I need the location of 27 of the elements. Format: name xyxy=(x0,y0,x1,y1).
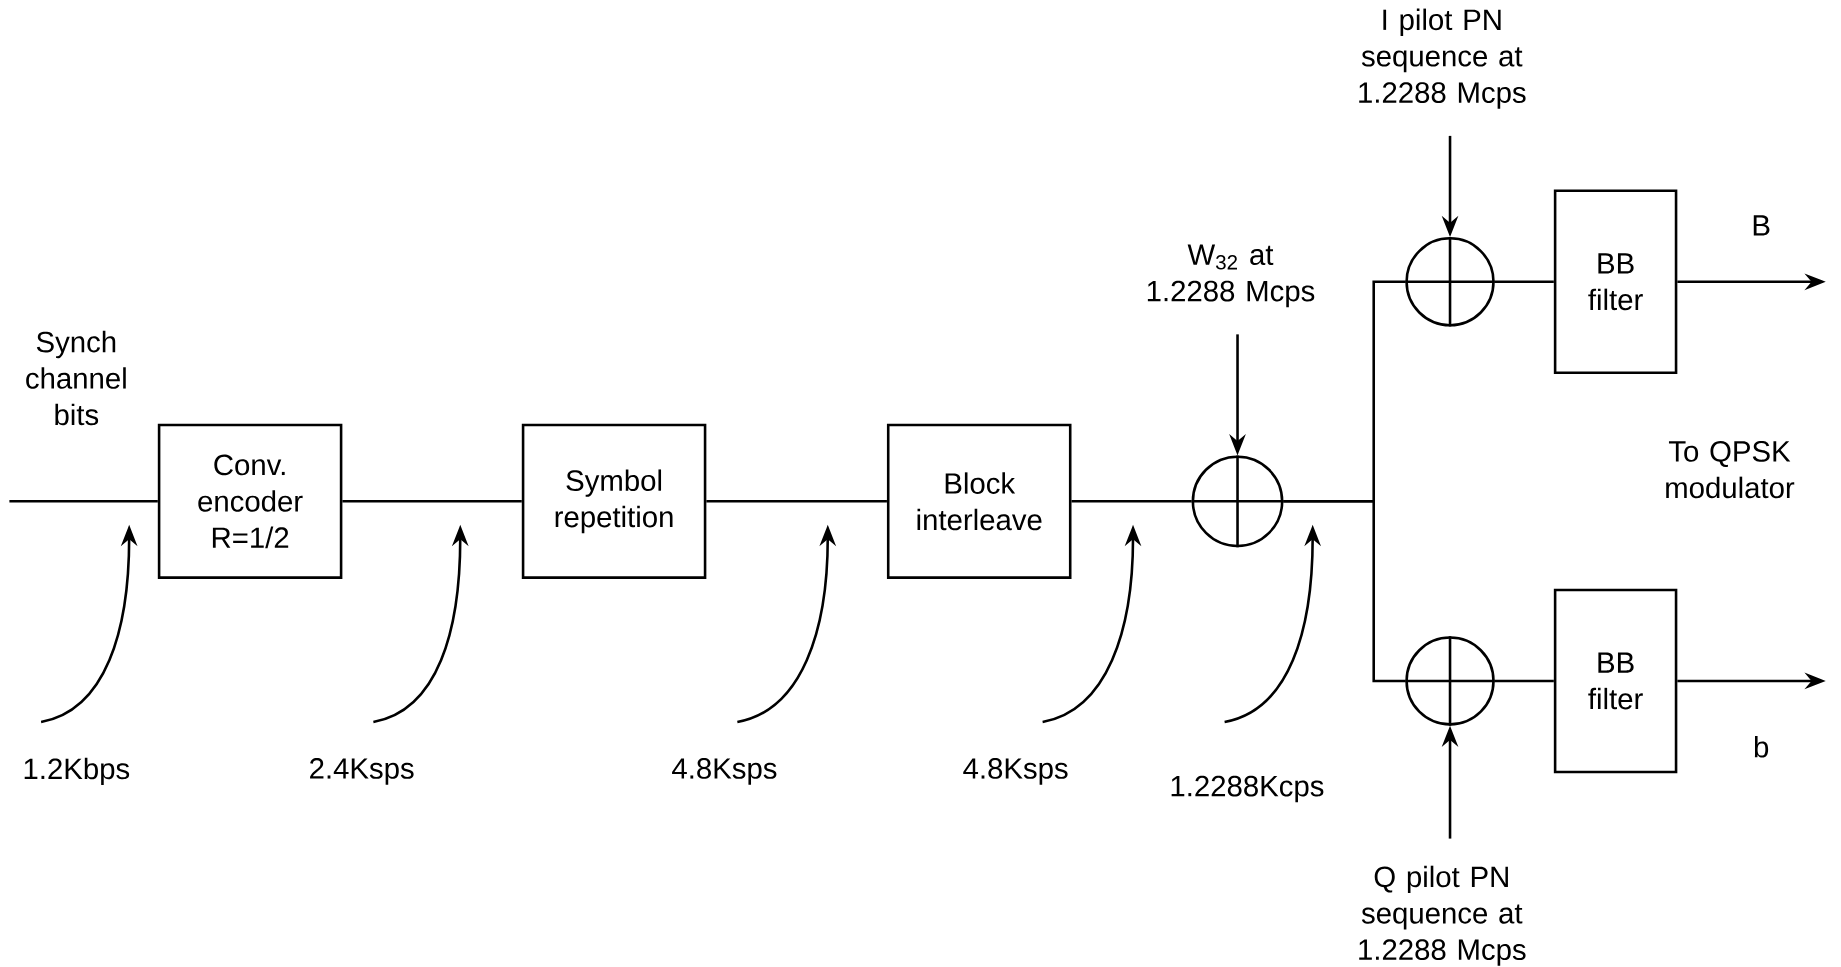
adder-circle xyxy=(1404,235,1497,328)
connector-line xyxy=(1494,280,1554,283)
edge-label: B xyxy=(1749,212,1774,238)
signal-label: 1.2288Kcps xyxy=(1171,775,1324,803)
process-box: Conv. encoder R=1/2 xyxy=(157,423,343,579)
signal-label: 4.8Ksps xyxy=(672,757,777,785)
connector-line xyxy=(1283,499,1406,683)
signal-label: 4.8Ksps xyxy=(963,757,1068,785)
connector-line xyxy=(9,499,158,503)
connector-line xyxy=(706,499,887,503)
process-box: BB filter xyxy=(1553,588,1678,774)
process-box: Block interleave xyxy=(886,423,1072,579)
process-box: Symbol repetition xyxy=(521,423,707,579)
signal-label: W$_{32}$ at 1.2288 Mcps xyxy=(1147,244,1315,307)
signal-label: Q pilot PN sequence at 1.2288 Mcps xyxy=(1359,865,1526,966)
connector-line xyxy=(342,499,522,503)
signal-label: 2.4Ksps xyxy=(310,757,414,785)
process-box: BB filter xyxy=(1553,189,1678,374)
connector-line xyxy=(1494,679,1554,683)
text-label: To QPSK modulator xyxy=(1666,440,1795,498)
signal-label: 1.2Kbps xyxy=(24,757,130,785)
edge-label: b xyxy=(1750,733,1772,760)
adder-circle xyxy=(1190,453,1285,549)
connector-line xyxy=(1071,499,1192,503)
signal-label: I pilot PN sequence at 1.2288 Mcps xyxy=(1359,8,1526,109)
text-label: Synch channel bits xyxy=(26,330,126,425)
adder-circle xyxy=(1404,634,1497,727)
